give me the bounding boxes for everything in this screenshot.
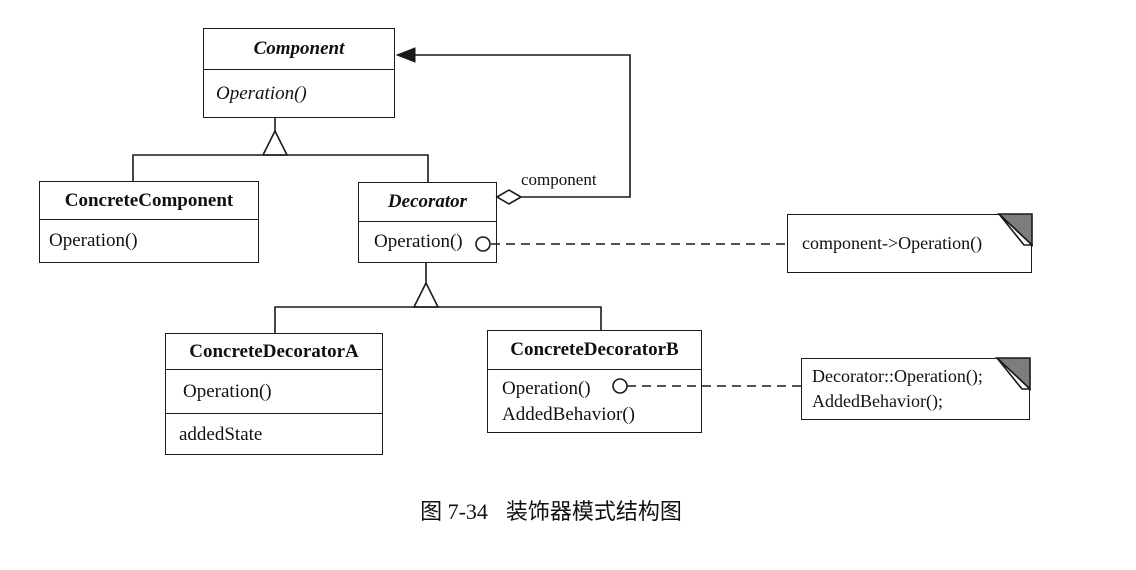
class-title-concrete-component: ConcreteComponent: [64, 189, 234, 211]
figure-title: 装饰器模式结构图: [505, 499, 682, 524]
arrowhead-icon: [395, 47, 416, 63]
note-text: component->Operation(): [802, 233, 983, 253]
class-box-decorator: Decorator Operation(): [358, 182, 497, 263]
note-box-decorator-b-operation: Decorator::Operation(); AddedBehavior();: [801, 357, 1031, 420]
note-box-decorator-operation: component->Operation(): [787, 213, 1033, 273]
class-attributes-concrete-decorator-a: addedState: [166, 413, 382, 456]
class-member: AddedBehavior(): [502, 404, 635, 425]
class-title-concrete-decorator-b: ConcreteDecoratorB: [510, 339, 679, 360]
class-operations-concrete-component: Operation(): [40, 219, 258, 262]
aggregation-diamond-icon: [495, 189, 523, 205]
class-member: Operation(): [49, 230, 138, 251]
class-box-concrete-decorator-b: ConcreteDecoratorB Operation() AddedBeha…: [487, 330, 702, 433]
aggregation-role-label: component: [521, 170, 597, 189]
class-title-component: Component: [253, 38, 345, 59]
class-title-decorator: Decorator: [387, 191, 468, 212]
class-member: Operation(): [183, 380, 272, 402]
class-operations-concrete-decorator-b: Operation() AddedBehavior(): [488, 369, 701, 434]
class-box-component: Component Operation(): [203, 28, 395, 118]
class-operations-decorator: Operation(): [359, 221, 496, 262]
class-member: Operation(): [502, 378, 591, 399]
note-text: AddedBehavior();: [812, 391, 943, 411]
class-operations-concrete-decorator-a: Operation(): [166, 369, 382, 413]
class-box-concrete-decorator-a: ConcreteDecoratorA Operation() addedStat…: [165, 333, 383, 455]
generalization-branch-line: [132, 154, 429, 182]
class-member: addedState: [179, 424, 263, 445]
generalization-triangle-icon: [412, 281, 440, 308]
class-operations-component: Operation(): [204, 69, 394, 117]
class-member: Operation(): [216, 82, 307, 104]
class-title-concrete-decorator-a: ConcreteDecoratorA: [189, 340, 359, 362]
figure-caption: 图 7-34 装饰器模式结构图: [0, 494, 1102, 526]
figure-number: 图 7-34: [420, 499, 488, 524]
generalization-triangle-icon: [261, 129, 289, 156]
class-member: Operation(): [374, 231, 463, 252]
note-text: Decorator::Operation();: [812, 366, 983, 386]
class-box-concrete-component: ConcreteComponent Operation(): [39, 181, 259, 263]
